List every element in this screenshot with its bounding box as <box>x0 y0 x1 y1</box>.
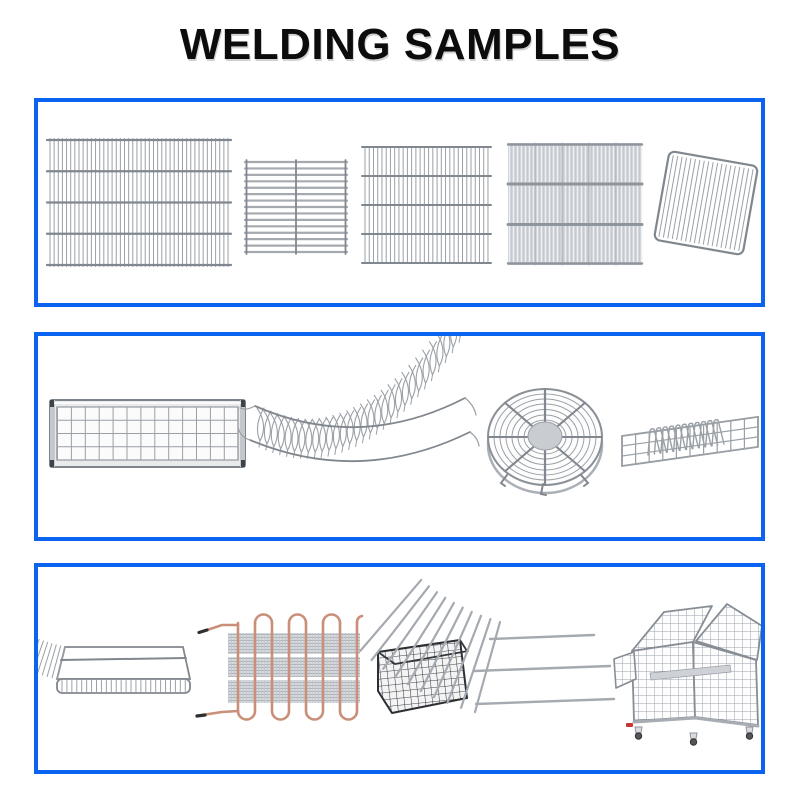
round-fan-guard-image <box>486 388 604 496</box>
panel1-art <box>45 138 759 267</box>
wire-dish-rack-image <box>621 415 759 468</box>
caster <box>634 726 643 740</box>
framed-wire-mesh-tray-image <box>49 399 246 468</box>
caster <box>689 732 698 746</box>
curved-wire-mesh-strip-image <box>237 336 480 463</box>
fanned-wire-rack-image <box>359 578 616 714</box>
square-vertical-wire-grid-image <box>361 146 492 264</box>
horizontal-bar-grid-image <box>243 159 349 255</box>
page-title: WELDING SAMPLES <box>179 20 621 69</box>
sample-panel-1 <box>34 98 765 307</box>
sample-panel-3 <box>34 563 765 774</box>
wide-vertical-wire-grid-image <box>45 138 233 267</box>
panel3-art <box>38 578 761 746</box>
panel2-art <box>49 336 759 496</box>
wire-mesh-pallet-cage-image <box>613 603 761 746</box>
copper-condenser-coil-image <box>195 613 364 721</box>
caster <box>745 726 754 740</box>
sample-panel-2 <box>34 332 765 541</box>
wire-shelf-tray-image <box>38 639 192 694</box>
dense-vertical-wire-grid-image <box>506 142 644 266</box>
tilted-wire-grid-image <box>653 150 759 256</box>
